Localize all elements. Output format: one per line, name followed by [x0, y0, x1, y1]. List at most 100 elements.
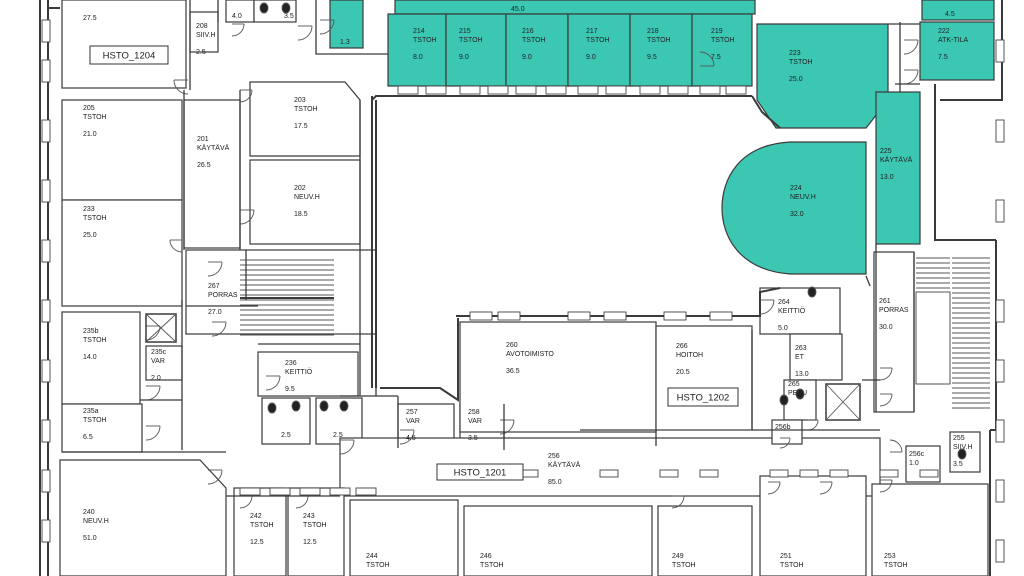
window: [41, 299, 51, 323]
room-260-area: [459, 321, 657, 433]
window: [995, 479, 1005, 503]
window: [995, 419, 1005, 443]
room-label-line: 257: [406, 409, 418, 416]
room-label-line: 8.0: [413, 54, 423, 61]
room-label-line: 2.0: [151, 375, 161, 382]
door-swing: [169, 239, 183, 253]
exterior-wall: [751, 95, 781, 129]
toilet-fixture: [281, 2, 291, 14]
room-label-line: KEITTIÖ: [285, 368, 313, 376]
window: [605, 85, 627, 95]
room-label-line: AVOTOIMISTO: [506, 351, 554, 358]
room-215-area: [445, 13, 507, 87]
door-swing: [231, 23, 245, 37]
partition-wall: [315, 0, 388, 55]
window: [469, 311, 493, 321]
window: [545, 85, 567, 95]
window: [487, 85, 509, 95]
room-label-line: 3.5: [468, 435, 478, 442]
room-214-area: [387, 13, 447, 87]
room-label-line: 7.5: [938, 54, 948, 61]
door-swing: [339, 439, 355, 455]
room-label-line: 14.0: [83, 354, 97, 361]
door-swing: [889, 439, 903, 453]
toilet-fixture: [957, 448, 967, 460]
room-label-line: 265: [788, 381, 800, 388]
window: [577, 85, 599, 95]
room-label-line: 17.5: [294, 123, 308, 130]
room-label-line: TSTOH: [413, 37, 437, 44]
toilet-fixture: [807, 286, 817, 298]
room-45-area: [921, 0, 995, 21]
room-label-line: PORRAS: [208, 292, 238, 299]
room-label-line: 214: [413, 28, 425, 35]
window: [41, 469, 51, 493]
room-label-line: 240: [83, 509, 95, 516]
room-label-line: TSTOH: [480, 562, 504, 569]
window: [425, 85, 447, 95]
room-label-line: 9.0: [522, 54, 532, 61]
room-label-line: 27.5: [83, 15, 97, 22]
door-swing: [297, 25, 313, 41]
room-label-line: 2.5: [196, 49, 206, 56]
room-256b-area: [771, 419, 803, 445]
window: [639, 85, 661, 95]
room-label-line: 217: [586, 28, 598, 35]
room-label-line: TSTOH: [459, 37, 483, 44]
room-label-line: 267: [208, 283, 220, 290]
room-label-line: TSTOH: [884, 562, 908, 569]
lift-shaft: [825, 383, 861, 421]
room-label-line: 222: [938, 28, 950, 35]
room-label-line: 235c: [151, 349, 167, 356]
room-label-line: 208: [196, 23, 208, 30]
room-wc1-label: 2.5: [281, 432, 291, 439]
door-swing: [239, 89, 253, 103]
lift-cross: [825, 383, 861, 421]
toilet-fixture: [319, 400, 329, 412]
window: [699, 469, 719, 478]
room-label-line: KÄYTÄVÄ: [197, 144, 230, 152]
door-swing: [239, 209, 255, 225]
room-label-line: TSTOH: [586, 37, 610, 44]
room-244-area: [349, 499, 459, 576]
room-label-line: 1.0: [909, 460, 919, 467]
door-swing: [173, 79, 189, 95]
exterior-wall: [940, 0, 1003, 101]
door-swing: [879, 479, 893, 493]
window: [659, 469, 679, 478]
door-swing: [207, 469, 223, 485]
room-201-area: [183, 99, 241, 249]
door-swing: [903, 39, 919, 55]
room-label-line: 253: [884, 553, 896, 560]
room-label-line: 263: [795, 345, 807, 352]
door-swing: [239, 495, 253, 509]
room-label-line: 243: [303, 513, 315, 520]
rooms-layer: [59, 0, 995, 576]
room-t1-area: [61, 0, 187, 89]
room-label-line: 20.5: [676, 369, 690, 376]
room-255-area: [949, 431, 981, 473]
door-swing: [699, 51, 715, 67]
room-249-area: [657, 505, 753, 576]
room-label-line: 4.5: [945, 11, 955, 18]
room-216-area: [505, 13, 569, 87]
room-253-area: [871, 483, 989, 576]
room-222-area: [919, 21, 995, 81]
room-label-line: 51.0: [83, 535, 97, 542]
window: [599, 469, 619, 478]
window: [995, 299, 1005, 323]
partition-wall: [580, 429, 657, 446]
partition-wall: [865, 275, 871, 287]
room-235a-area: [61, 403, 143, 453]
